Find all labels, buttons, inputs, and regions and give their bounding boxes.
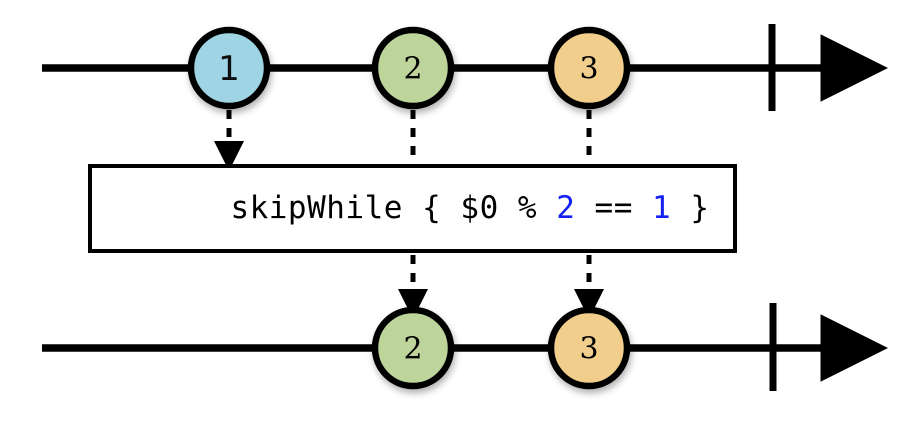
input-connectors (214, 110, 592, 171)
result-timeline: 2 3 (42, 303, 888, 391)
marble-circle (371, 26, 455, 110)
marble-value-label: 3 (579, 332, 598, 367)
source-marble-2[interactable]: 2 (371, 26, 455, 110)
operator-box: skipWhile { $0 % 2 == 1 } (88, 164, 737, 253)
result-marble-2[interactable]: 2 (371, 306, 455, 390)
source-timeline: 1 2 3 (42, 24, 888, 111)
marble-value-label: 3 (579, 52, 598, 87)
marble-value-label: 2 (403, 52, 422, 87)
code-segment-number-2: 2 (556, 190, 576, 226)
result-marble-3[interactable]: 3 (547, 306, 631, 390)
marble-value-label: 2 (403, 332, 422, 367)
code-segment-suffix: } (671, 190, 710, 226)
source-marble-3[interactable]: 3 (547, 26, 631, 110)
marble-value-label: 1 (218, 49, 240, 89)
operator-code-text: skipWhile { $0 % 2 == 1 } (115, 162, 709, 255)
marble-circle (371, 306, 455, 390)
marble-circle (547, 306, 631, 390)
code-segment-operator: == (575, 190, 653, 226)
marble-circle (187, 26, 271, 110)
output-connectors (398, 255, 604, 319)
code-segment-prefix: skipWhile { $0 % (230, 190, 557, 226)
marble-circle (547, 26, 631, 110)
code-segment-number-1: 1 (652, 190, 672, 226)
source-marble-1[interactable]: 1 (187, 26, 271, 110)
